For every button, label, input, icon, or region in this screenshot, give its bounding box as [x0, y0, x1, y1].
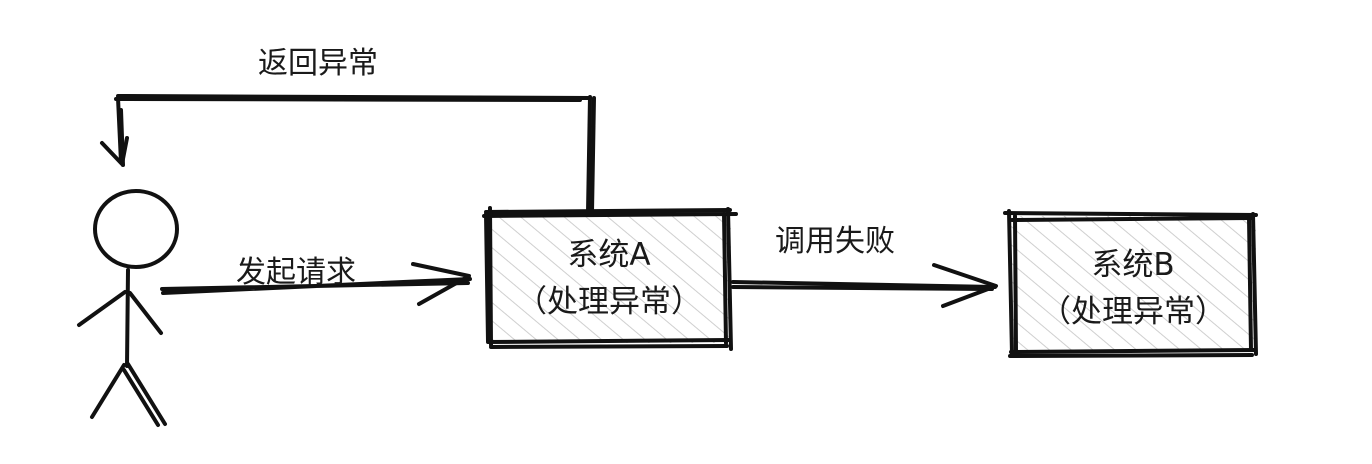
return-error-arrow [100, 94, 596, 214]
send-request-label: 发起请求 [236, 255, 356, 290]
call-failed-label: 调用失败 [775, 224, 895, 259]
system-a-name: 系统A [567, 237, 650, 273]
return-error-label: 返回异常 [258, 46, 378, 81]
system-a-note: （处理异常） [516, 284, 702, 320]
call-failed-arrow [731, 263, 998, 308]
system-b-name: 系统B [1091, 247, 1174, 283]
user-figure [77, 189, 179, 427]
system-b-note: （处理异常） [1040, 294, 1226, 330]
system-a-box [482, 206, 738, 351]
send-request-arrow [160, 262, 472, 306]
system-b-box [1003, 209, 1258, 358]
